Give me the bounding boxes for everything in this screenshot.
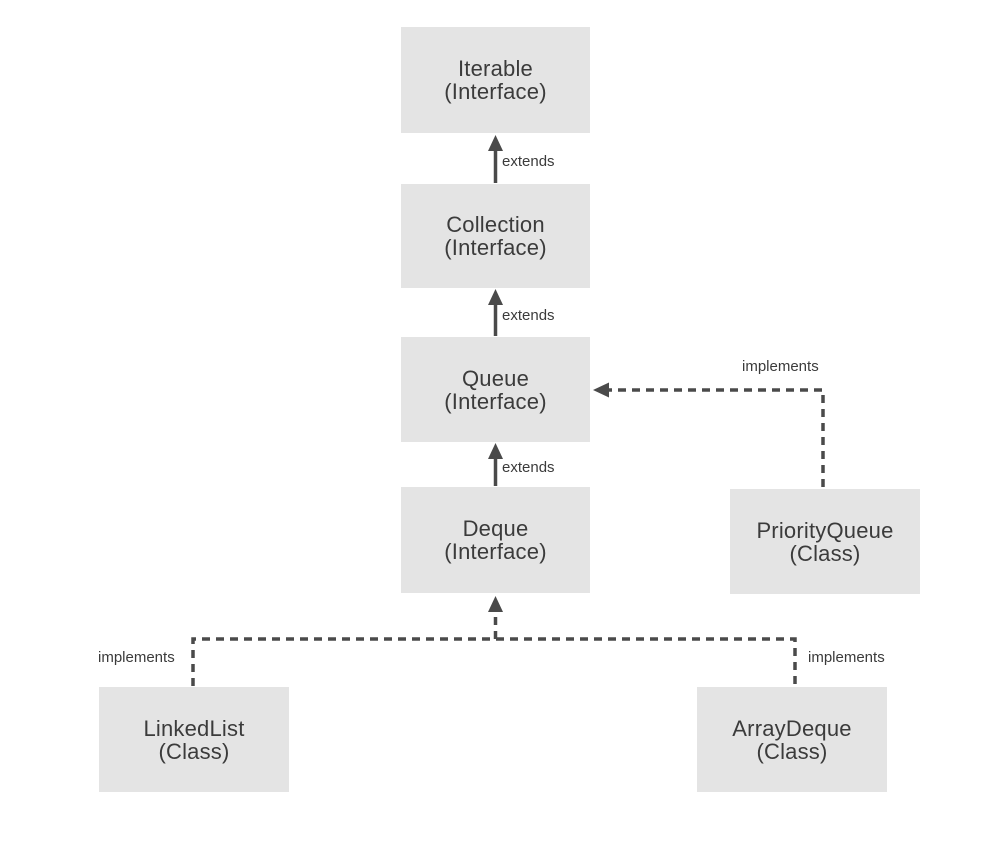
- extends-arrow-collection-to-iterable: [488, 135, 503, 183]
- node-title: Queue: [461, 365, 530, 391]
- edge-label-implements-priorityqueue: implements: [742, 358, 819, 375]
- node-title: ArrayDeque: [732, 715, 852, 741]
- node-queue: Queue (Interface): [401, 337, 590, 442]
- edge-label-implements-linkedlist: implements: [98, 649, 175, 666]
- arrowhead-up-icon: [488, 596, 503, 612]
- node-stereotype: (Interface): [444, 235, 547, 260]
- arrowhead-up-icon: [488, 443, 503, 459]
- node-collection: Collection (Interface): [401, 184, 590, 288]
- implements-arrow-priorityqueue-to-queue: [593, 382, 825, 487]
- arrowhead-up-icon: [488, 135, 503, 151]
- node-title: LinkedList: [143, 715, 245, 741]
- edge-label-extends-queue-collection: extends: [502, 307, 555, 324]
- node-stereotype: (Interface): [444, 388, 547, 414]
- node-title: Collection: [446, 212, 545, 237]
- node-title: Iterable: [458, 56, 533, 81]
- node-stereotype: (Class): [756, 738, 828, 764]
- implements-arrow-linkedlist-arraydeque-to-deque: [191, 596, 797, 686]
- arrowhead-up-icon: [488, 289, 503, 305]
- edge-label-implements-arraydeque: implements: [808, 649, 885, 666]
- node-iterable: Iterable (Interface): [401, 27, 590, 133]
- node-arraydeque: ArrayDeque (Class): [697, 687, 887, 792]
- extends-arrow-deque-to-queue: [488, 443, 503, 486]
- arrowhead-left-icon: [593, 382, 609, 398]
- node-stereotype: (Interface): [444, 539, 547, 564]
- node-title: PriorityQueue: [756, 517, 894, 543]
- node-stereotype: (Class): [158, 738, 230, 764]
- node-linkedlist: LinkedList (Class): [99, 687, 289, 792]
- node-priorityqueue: PriorityQueue (Class): [730, 489, 920, 594]
- extends-arrow-queue-to-collection: [488, 289, 503, 336]
- node-deque: Deque (Interface): [401, 487, 590, 593]
- node-stereotype: (Interface): [444, 79, 547, 104]
- edge-label-extends-collection-iterable: extends: [502, 153, 555, 170]
- node-title: Deque: [462, 516, 529, 541]
- edge-label-extends-deque-queue: extends: [502, 459, 555, 476]
- node-stereotype: (Class): [789, 540, 861, 566]
